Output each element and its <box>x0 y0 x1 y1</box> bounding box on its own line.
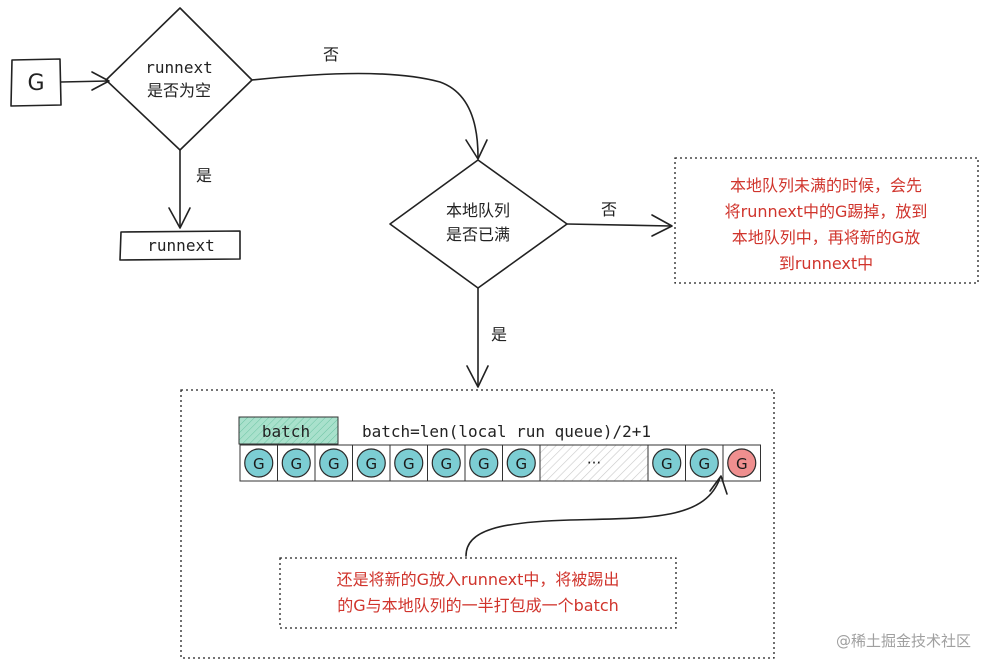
decision-runnext-line2: 是否为空 <box>147 81 211 100</box>
note-queue-not-full: 本地队列未满的时候，会先 将runnext中的G踢掉，放到 本地队列中，再将新的… <box>674 157 979 284</box>
queue-ellipsis: ··· <box>587 454 601 472</box>
decision-runnext-empty: runnext 是否为空 <box>105 7 253 151</box>
note-not-full-line4: 到runnext中 <box>779 254 873 273</box>
note-not-full-line1: 本地队列未满的时候，会先 <box>730 176 922 195</box>
arrow-queue-yes: 是 <box>466 287 507 388</box>
g-ball <box>727 448 757 478</box>
g-input-label: G <box>27 71 44 96</box>
g-ball-label: G <box>736 455 748 473</box>
g-ball-label: G <box>253 455 265 473</box>
g-ball-label: G <box>515 455 527 473</box>
watermark: @稀土掘金技术社区 <box>836 632 971 650</box>
runnext-box: runnext <box>119 230 241 261</box>
g-ball <box>281 448 311 478</box>
decision-runnext-line1: runnext <box>145 58 212 77</box>
g-input-box: G <box>10 58 62 107</box>
note-not-full-line3: 本地队列中，再将新的G放 <box>732 228 920 247</box>
queue-slot: G <box>464 444 503 482</box>
note-full-line1: 还是将新的G放入runnext中，将被踢出 <box>337 570 620 589</box>
edge-label-no-top: 否 <box>323 45 339 64</box>
edge-label-yes-down: 是 <box>491 325 507 344</box>
decision-queue-line2: 是否已满 <box>446 225 510 244</box>
g-ball-label: G <box>403 455 415 473</box>
queue-slot: G <box>389 444 428 482</box>
note-not-full-line2: 将runnext中的G踢掉，放到 <box>725 202 928 221</box>
edge-label-no-right: 否 <box>601 200 617 219</box>
queue-slot: G <box>352 444 391 482</box>
local-run-queue: G G G G G G G G ··· G G G <box>239 444 761 482</box>
queue-slot-new-g: G <box>722 444 761 482</box>
g-ball-label: G <box>290 455 302 473</box>
g-ball-label: G <box>661 455 673 473</box>
g-ball <box>431 448 461 478</box>
note-queue-full: 还是将新的G放入runnext中，将被踢出 的G与本地队列的一半打包成一个bat… <box>279 557 677 629</box>
arrow-g-to-runnext-check <box>60 71 110 91</box>
queue-slot: G <box>314 444 353 482</box>
arrow-note-to-new-g <box>465 475 728 557</box>
queue-full-container <box>180 389 775 659</box>
decision-queue-line1: 本地队列 <box>446 201 510 220</box>
decision-queue-full: 本地队列 是否已满 <box>389 159 568 289</box>
queue-slot: G <box>685 444 724 482</box>
arrow-queue-no: 否 <box>566 200 673 237</box>
batch-formula: batch=len(local run queue)/2+1 <box>362 422 651 441</box>
queue-slot: G <box>427 444 466 482</box>
queue-slot: G <box>502 444 541 482</box>
g-ball-label: G <box>365 455 377 473</box>
arrow-runnext-yes: 是 <box>168 149 212 229</box>
queue-slot: G <box>277 444 316 482</box>
g-ball <box>244 448 274 478</box>
edge-label-yes-left: 是 <box>196 166 212 185</box>
g-ball <box>394 448 424 478</box>
g-ball-label: G <box>328 455 340 473</box>
g-ball <box>319 448 349 478</box>
g-ball <box>469 448 499 478</box>
g-ball-label: G <box>478 455 490 473</box>
g-ball <box>652 448 682 478</box>
note-full-line2: 的G与本地队列的一半打包成一个batch <box>337 596 619 615</box>
queue-ellipsis-slot: ··· <box>539 444 649 482</box>
g-ball <box>506 448 536 478</box>
batch-label-box: batch <box>238 416 339 445</box>
arrow-runnext-no: 否 <box>251 45 488 160</box>
queue-slot: G <box>239 444 278 482</box>
queue-slot: G <box>647 444 686 482</box>
g-ball-label: G <box>698 455 710 473</box>
g-ball-label: G <box>440 455 452 473</box>
g-ball <box>356 448 386 478</box>
batch-label: batch <box>262 422 310 441</box>
runnext-box-label: runnext <box>147 236 214 255</box>
g-ball <box>689 448 719 478</box>
